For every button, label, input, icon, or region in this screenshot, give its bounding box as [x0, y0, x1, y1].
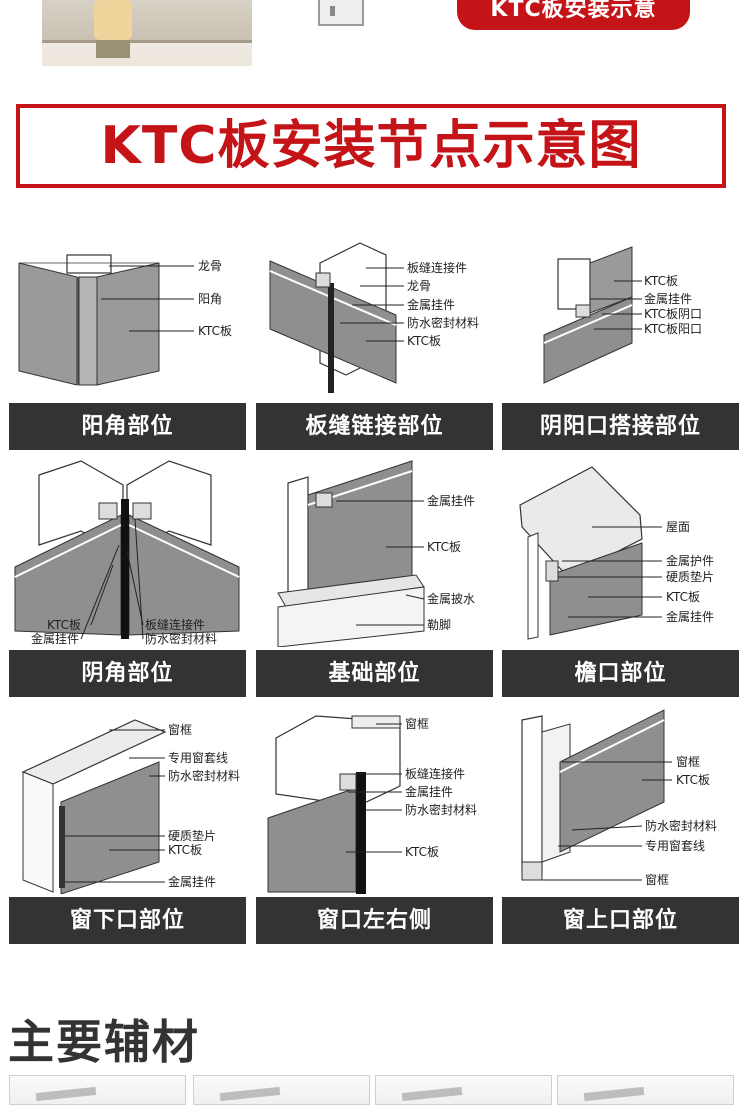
annotation-text: 金属挂件 — [405, 784, 453, 799]
node-label: 阴角部位 — [9, 650, 246, 697]
tongue-groove-diagram: KTC板 金属挂件 KTC板阴口 KTC板阳口 — [543, 246, 702, 384]
annotation-text: 金属披水 — [427, 591, 475, 606]
annotation-text: 防水密封材料 — [168, 768, 240, 783]
annotation-text: KTC板 — [644, 274, 678, 288]
annotation-text: 防水密封材料 — [405, 802, 477, 817]
eaves-diagram: 屋面 金属护件 硬质垫片 KTC板 金属挂件 — [519, 466, 714, 640]
material-thumbnail — [557, 1075, 734, 1105]
node-label: 基础部位 — [256, 650, 493, 697]
annotation-text: 防水密封材料 — [145, 631, 217, 646]
node-label: 窗下口部位 — [9, 897, 246, 944]
panel-joint-diagram: 板缝连接件 龙骨 金属挂件 防水密封材料 KTC板 — [269, 242, 479, 393]
annotation-text: KTC板阳口 — [644, 322, 702, 336]
inner-corner-diagram: KTC板 金属挂件 板缝连接件 防水密封材料 — [14, 460, 240, 646]
annotation-text: 龙骨 — [198, 259, 222, 273]
worker-illustration — [42, 0, 252, 66]
annotation-text: 金属挂件 — [644, 291, 692, 306]
install-badge: KTC板安装示意 — [457, 0, 690, 30]
annotation-text: KTC板 — [198, 324, 232, 338]
node-label: 窗上口部位 — [502, 897, 739, 944]
annotation-text: 金属护件 — [666, 553, 714, 568]
node-label: 板缝链接部位 — [256, 403, 493, 450]
annotation-text: 板缝连接件 — [405, 766, 465, 781]
annotation-text: KTC板阴口 — [644, 307, 702, 321]
annotation-text: 防水密封材料 — [407, 315, 479, 330]
annotation-text: 板缝连接件 — [145, 617, 205, 632]
annotation-text: 防水密封材料 — [645, 818, 717, 833]
annotation-text: 金属挂件 — [407, 297, 455, 312]
annotation-text: 窗框 — [168, 723, 192, 737]
title-box: KTC板安装节点示意图 — [16, 104, 726, 188]
annotation-text: 窗框 — [405, 717, 429, 731]
node-label: 阳角部位 — [9, 403, 246, 450]
annotation-text: KTC板 — [168, 843, 202, 857]
node-label: 窗口左右侧 — [256, 897, 493, 944]
annotation-text: 勒脚 — [427, 617, 451, 632]
node-label: 檐口部位 — [502, 650, 739, 697]
annotation-text: 金属挂件 — [666, 609, 714, 624]
section-heading: 主要辅材 — [8, 1015, 200, 1069]
annotation-text: KTC板 — [427, 540, 461, 554]
annotation-text: 金属挂件 — [31, 631, 79, 646]
material-thumbnail — [9, 1075, 186, 1105]
annotation-text: 金属挂件 — [427, 493, 475, 508]
page-title: KTC板安装节点示意图 — [100, 116, 642, 176]
foundation-diagram: 金属挂件 KTC板 金属披水 勒脚 — [277, 460, 475, 647]
annotation-text: 专用窗套线 — [168, 750, 228, 765]
node-label: 阴阳口搭接部位 — [502, 403, 739, 450]
annotation-text: 龙骨 — [407, 279, 431, 293]
material-thumbnail — [375, 1075, 552, 1105]
annotation-text: KTC板 — [47, 618, 81, 632]
column-illustration — [318, 0, 364, 26]
annotation-text: 窗框 — [645, 873, 669, 887]
window-sill-diagram: 窗框 专用窗套线 防水密封材料 硬质垫片 KTC板 金属挂件 — [21, 719, 240, 894]
annotation-text: 硬质垫片 — [168, 828, 216, 843]
annotation-text: 板缝连接件 — [407, 260, 467, 275]
annotation-text: 硬质垫片 — [666, 569, 714, 584]
annotation-text: 屋面 — [666, 520, 690, 534]
annotation-text: 金属挂件 — [168, 874, 216, 889]
annotation-text: KTC板 — [666, 590, 700, 604]
window-head-diagram: 窗框 KTC板 防水密封材料 专用窗套线 窗框 — [521, 709, 717, 887]
material-thumbnail — [193, 1075, 370, 1105]
window-side-diagram: 窗框 板缝连接件 金属挂件 防水密封材料 KTC板 — [267, 715, 477, 894]
annotation-text: KTC板 — [405, 845, 439, 859]
annotation-text: KTC板 — [676, 773, 710, 787]
yang-corner-diagram: 龙骨 阳角 KTC板 — [18, 254, 232, 386]
annotation-text: 窗框 — [676, 755, 700, 769]
annotation-text: 阳角 — [198, 292, 222, 306]
annotation-text: 专用窗套线 — [645, 838, 705, 853]
annotation-text: KTC板 — [407, 334, 441, 348]
top-partial-strip: KTC板安装示意 — [0, 0, 750, 70]
